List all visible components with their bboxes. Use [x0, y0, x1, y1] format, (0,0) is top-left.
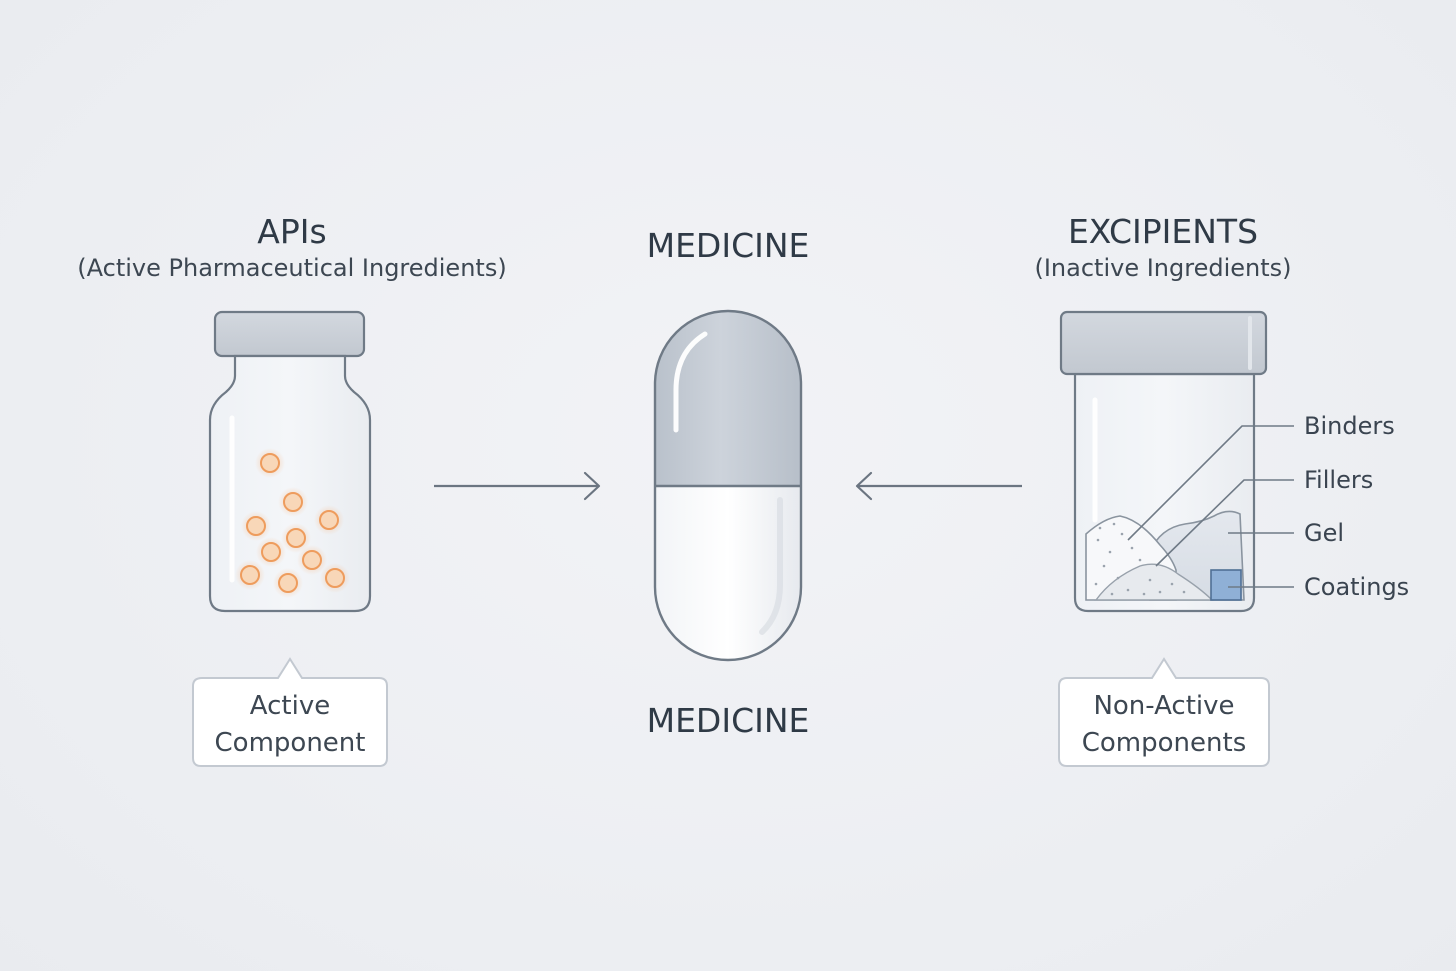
- coating-square: [1210, 569, 1242, 601]
- label-gel: Gel: [1304, 519, 1344, 547]
- api-section: APIs (Active Pharmaceutical Ingredients): [77, 212, 507, 767]
- jar-lid: [1059, 310, 1268, 376]
- pellet: [241, 511, 271, 541]
- api-callout: Active Component: [192, 657, 388, 767]
- api-callout-line2: Component: [215, 728, 366, 758]
- medicine-section: MEDICINE MEDICINE: [647, 226, 810, 740]
- pellet: [255, 448, 285, 478]
- excipients-callout-box: [1058, 657, 1270, 767]
- vial-icon: [208, 310, 372, 613]
- pellet: [320, 563, 350, 593]
- medicine-title-top: MEDICINE: [647, 226, 810, 265]
- excipients-section: EXCIPIENTS (Inactive Ingredients): [1034, 212, 1409, 767]
- medicine-title-bottom: MEDICINE: [647, 701, 810, 740]
- excipients-subtitle: (Inactive Ingredients): [1034, 254, 1291, 282]
- excipients-title: EXCIPIENTS: [1068, 212, 1258, 251]
- arrow-right: [434, 471, 601, 501]
- api-title: APIs: [257, 212, 326, 251]
- jar-icon: [1059, 310, 1268, 613]
- filler-powder: [1094, 563, 1214, 601]
- excipients-callout: Non-Active Components: [1058, 657, 1270, 767]
- capsule-icon: [653, 309, 803, 662]
- label-binders: Binders: [1304, 412, 1395, 440]
- capsule-highlight-top: [673, 331, 708, 433]
- pellet: [273, 568, 303, 598]
- pellet: [235, 560, 265, 590]
- capsule-bottom-half: [655, 486, 801, 660]
- label-fillers: Fillers: [1304, 466, 1373, 494]
- capsule-top-half: [655, 311, 801, 486]
- binders-leader: [1127, 425, 1294, 541]
- api-callout-box: [192, 657, 388, 767]
- arrow-left: [855, 471, 1022, 501]
- pellet: [256, 537, 286, 567]
- api-subtitle: (Active Pharmaceutical Ingredients): [77, 254, 506, 282]
- pellets-icon: [235, 448, 350, 598]
- vial-body: [208, 354, 372, 613]
- excipients-callout-line1: Non-Active: [1093, 691, 1234, 721]
- excipients-callout-line2: Components: [1082, 728, 1247, 758]
- api-callout-line1: Active: [250, 691, 330, 721]
- pellet: [314, 505, 344, 535]
- fillers-leader: [1155, 479, 1294, 567]
- label-coatings: Coatings: [1304, 573, 1409, 601]
- pellet: [297, 545, 327, 575]
- pellet: [281, 523, 311, 553]
- capsule-highlight-bottom: [759, 497, 783, 635]
- excipient-leader-lines: [1127, 425, 1294, 588]
- pellet: [278, 487, 308, 517]
- powder-speckles: [1094, 522, 1186, 596]
- vial-cap: [213, 310, 366, 358]
